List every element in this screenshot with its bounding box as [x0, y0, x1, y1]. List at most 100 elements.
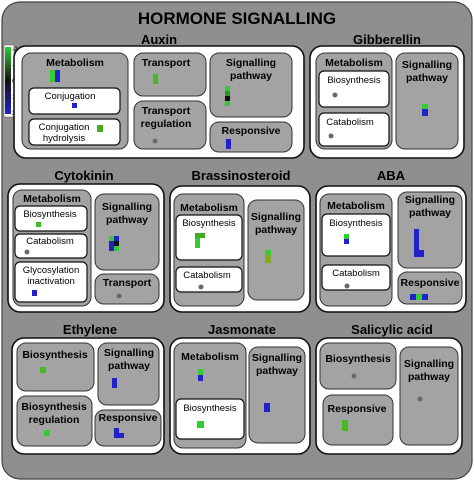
heat-cell	[200, 233, 205, 238]
ethylene-signalling-box	[97, 342, 160, 406]
aba-biosynthesis-label: Biosynthesis	[329, 218, 383, 229]
group-brassinosteroid: Brassinosteroid Metabolism Biosynthesis …	[169, 168, 311, 313]
heat-cell	[72, 103, 77, 108]
heat-cell	[225, 91, 230, 96]
cytokinin-signalling-label-1: Signalling	[102, 201, 152, 213]
salicylic-signalling-box	[399, 346, 459, 446]
ethylene-signalling-label-2: pathway	[108, 360, 150, 372]
salicylic-signalling-label-1: Signalling	[404, 358, 454, 370]
brassinosteroid-biosynthesis-label: Biosynthesis	[182, 218, 236, 229]
auxin-transport-regulation-label-1: Transport	[142, 105, 191, 117]
salicylic-responsive-label: Responsive	[328, 403, 387, 415]
brassinosteroid-metabolism-label: Metabolism	[180, 202, 238, 214]
no-data-dot	[332, 92, 338, 98]
aba-signalling-label-1: Signalling	[405, 194, 455, 206]
heat-cell	[114, 246, 119, 251]
heat-cell	[198, 369, 203, 375]
aba-responsive-label: Responsive	[401, 277, 460, 289]
heat-cell	[40, 367, 46, 373]
heat-cell	[97, 125, 103, 132]
cytokinin-transport-box	[94, 273, 160, 305]
heat-cell	[422, 294, 428, 300]
heat-cell	[416, 294, 422, 300]
auxin-transport-box	[133, 52, 207, 97]
heat-cell	[226, 139, 231, 149]
jasmonate-signalling-label-2: pathway	[256, 365, 298, 377]
aba-metabolism-label: Metabolism	[327, 200, 385, 212]
cytokinin-catabolism-box	[14, 233, 88, 259]
aba-catabolism-label: Catabolism	[332, 268, 380, 279]
heat-cell	[114, 428, 119, 433]
cytokinin-transport-label: Transport	[103, 277, 152, 289]
aba-label: ABA	[377, 168, 406, 183]
ethylene-biosynthesis-regulation-label-2: regulation	[29, 414, 80, 426]
heat-cell	[109, 246, 114, 251]
heat-cell	[55, 70, 60, 82]
brassinosteroid-signalling-box	[247, 199, 305, 301]
auxin-transport-regulation-label-2: regulation	[141, 118, 192, 130]
gibberellin-signalling-label-2: pathway	[406, 72, 448, 84]
no-data-dot	[328, 133, 334, 139]
salicylic-biosynthesis-box	[319, 342, 397, 390]
cytokinin-catabolism-label: Catabolism	[26, 236, 74, 247]
aba-biosynthesis-box	[321, 213, 391, 257]
heat-cell	[225, 86, 230, 91]
heat-cell	[195, 238, 200, 243]
ethylene-biosynthesis-box	[16, 342, 95, 392]
auxin-conjugation-hydrolysis-label-1: Conjugation	[39, 122, 90, 133]
heat-cell	[32, 290, 37, 296]
aba-signalling-label-2: pathway	[409, 207, 451, 219]
heat-cell	[114, 241, 119, 246]
heat-cell	[195, 243, 200, 248]
jasmonate-signalling-box	[248, 346, 306, 444]
cytokinin-glycosylation-label-1: Glycosylation	[23, 265, 80, 276]
ethylene-responsive-box	[94, 409, 162, 447]
gibberellin-signalling-label-1: Signalling	[402, 59, 452, 71]
heat-cell	[422, 104, 428, 109]
ethylene-signalling-label-1: Signalling	[104, 347, 154, 359]
jasmonate-label: Jasmonate	[208, 322, 276, 337]
auxin-metabolism-label: Metabolism	[46, 57, 104, 69]
ethylene-label: Ethylene	[63, 322, 117, 337]
heat-cell	[198, 375, 203, 381]
no-data-dot	[198, 284, 204, 290]
gibberellin-label: Gibberellin	[353, 32, 421, 47]
heat-cell	[114, 433, 119, 438]
group-cytokinin: Cytokinin Metabolism Biosynthesis Catabo…	[7, 168, 165, 313]
heat-cell	[44, 430, 50, 436]
gibberellin-metabolism-label: Metabolism	[325, 57, 383, 69]
jasmonate-biosynthesis-box	[175, 398, 245, 440]
no-data-dot	[417, 396, 423, 402]
jasmonate-metabolism-label: Metabolism	[181, 351, 239, 363]
heat-cell	[109, 241, 114, 246]
auxin-label: Auxin	[141, 32, 177, 47]
no-data-dot	[351, 373, 357, 379]
cytokinin-biosynthesis-box	[14, 205, 88, 232]
group-jasmonate: Jasmonate Metabolism Biosynthesis Signal…	[169, 322, 311, 455]
auxin-signalling-label-2: pathway	[230, 70, 272, 82]
no-data-dot	[24, 249, 30, 255]
heat-cell	[153, 74, 158, 84]
heat-cell	[264, 403, 270, 412]
auxin-transport-label: Transport	[142, 57, 191, 69]
heat-cell	[109, 236, 114, 241]
group-auxin: Auxin Metabolism Conjugation Conjugation…	[13, 32, 305, 159]
brassinosteroid-signalling-label-2: pathway	[255, 224, 297, 236]
auxin-responsive-label: Responsive	[222, 125, 281, 137]
heat-cell	[265, 250, 271, 255]
no-data-dot	[116, 293, 122, 299]
cytokinin-metabolism-label: Metabolism	[23, 193, 81, 205]
heat-cell	[414, 236, 419, 243]
heat-cell	[410, 294, 416, 300]
jasmonate-signalling-label-1: Signalling	[252, 352, 302, 364]
cytokinin-glycosylation-label-2: inactivation	[27, 276, 75, 287]
diagram-title: HORMONE SIGNALLING	[138, 9, 336, 28]
auxin-conjugation-box	[28, 87, 121, 115]
auxin-signalling-box	[209, 52, 293, 118]
brassinosteroid-catabolism-label: Catabolism	[183, 270, 231, 281]
auxin-signalling-label-1: Signalling	[226, 57, 276, 69]
group-aba: ABA Metabolism Biosynthesis Catabolism S…	[315, 168, 467, 313]
heat-cell	[225, 96, 230, 101]
